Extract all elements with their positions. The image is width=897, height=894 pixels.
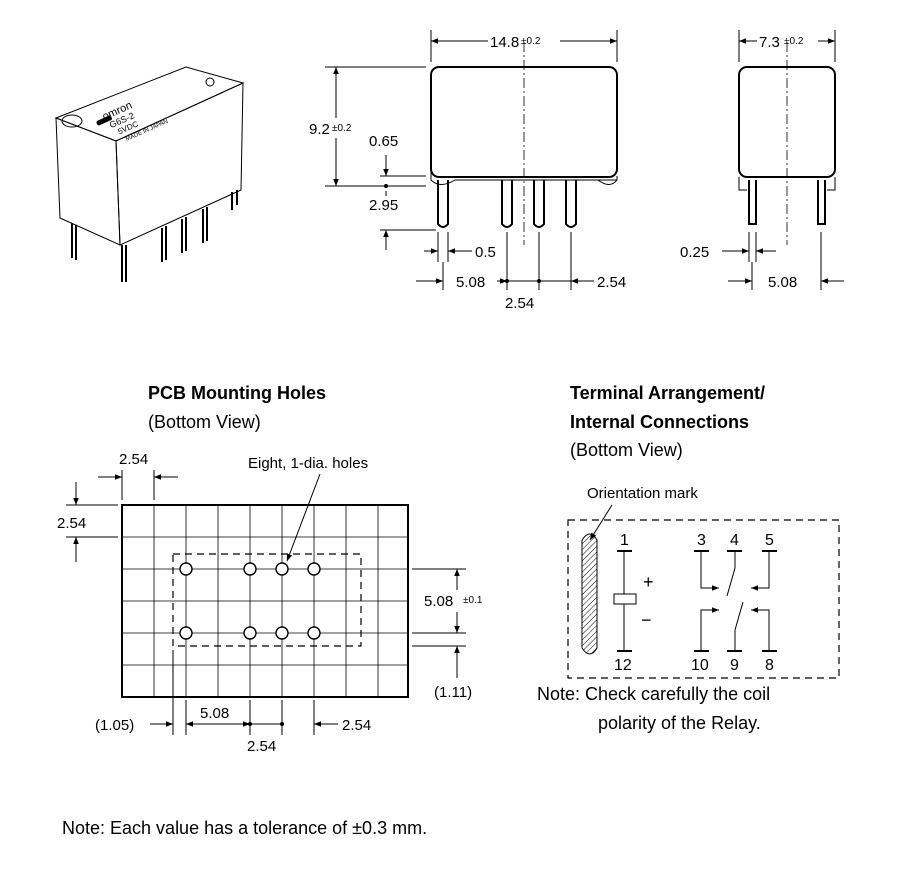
width-tolerance: ±0.2 <box>521 36 541 47</box>
pin-thickness-dimension: 0.25 <box>680 244 709 261</box>
pcb-mounting-holes: PCB Mounting Holes (Bottom View) Eight, … <box>57 383 483 755</box>
depth-tolerance: ±0.2 <box>784 36 804 47</box>
pcb-grid-y: 2.54 <box>57 515 86 532</box>
terminal-title-line2: Internal Connections <box>570 412 749 432</box>
pin-9: 9 <box>730 657 739 674</box>
pin-12: 12 <box>614 657 632 674</box>
row-spacing-dimension: 5.08 <box>768 274 797 291</box>
pin-1: 1 <box>620 532 629 549</box>
terminal-subtitle: (Bottom View) <box>570 440 683 460</box>
pitch-5-08: 5.08 <box>456 274 485 291</box>
relay-isometric-view: omron G6S-2 5VDC MADE IN JAPAN <box>54 66 245 282</box>
pin-length-dimension: 2.95 <box>369 197 398 214</box>
pcb-pitch-5-08: 5.08 <box>200 705 229 722</box>
pcb-row-spacing-tol: ±0.1 <box>463 595 483 606</box>
terminal-arrangement: Terminal Arrangement/ Internal Connectio… <box>537 383 840 733</box>
relay-side-view: 14.8 ±0.2 9.2 ±0.2 0.65 2.95 0.5 5.08 <box>309 30 626 312</box>
pcb-grid-x: 2.54 <box>119 451 148 468</box>
hole-note: Eight, 1-dia. holes <box>248 455 368 472</box>
coil-minus: − <box>641 610 652 630</box>
standoff-dimension: 0.65 <box>369 133 398 150</box>
pin-10: 10 <box>691 657 709 674</box>
pin-8: 8 <box>765 657 774 674</box>
pcb-pitch-2-54-right: 2.54 <box>342 717 371 734</box>
height-tolerance: ±0.2 <box>332 123 352 134</box>
pcb-subtitle: (Bottom View) <box>148 412 261 432</box>
pcb-title: PCB Mounting Holes <box>148 383 326 403</box>
terminal-title-line1: Terminal Arrangement/ <box>570 383 765 403</box>
pin-width-dimension: 0.5 <box>475 244 496 261</box>
pcb-row-spacing: 5.08 <box>424 593 453 610</box>
height-dimension: 9.2 <box>309 121 330 138</box>
tolerance-note: Note: Each value has a tolerance of ±0.3… <box>62 818 427 838</box>
pcb-offset-right: (1.11) <box>434 684 472 701</box>
pitch-2-54-right: 2.54 <box>597 274 626 291</box>
width-dimension: 14.8 <box>490 34 519 51</box>
coil-plus: + <box>643 572 654 592</box>
relay-end-view: 7.3 ±0.2 0.25 5.08 <box>680 30 844 291</box>
depth-dimension: 7.3 <box>759 34 780 51</box>
pitch-2-54-center: 2.54 <box>505 295 534 312</box>
pin-4: 4 <box>730 532 739 549</box>
pin-3: 3 <box>697 532 706 549</box>
polarity-note-line2: polarity of the Relay. <box>598 713 761 733</box>
polarity-note-line1: Note: Check carefully the coil <box>537 684 770 704</box>
orientation-mark-label: Orientation mark <box>587 485 698 502</box>
pcb-pitch-2-54-center: 2.54 <box>247 738 276 755</box>
pcb-offset-left: (1.05) <box>95 717 134 734</box>
pin-5: 5 <box>765 532 774 549</box>
